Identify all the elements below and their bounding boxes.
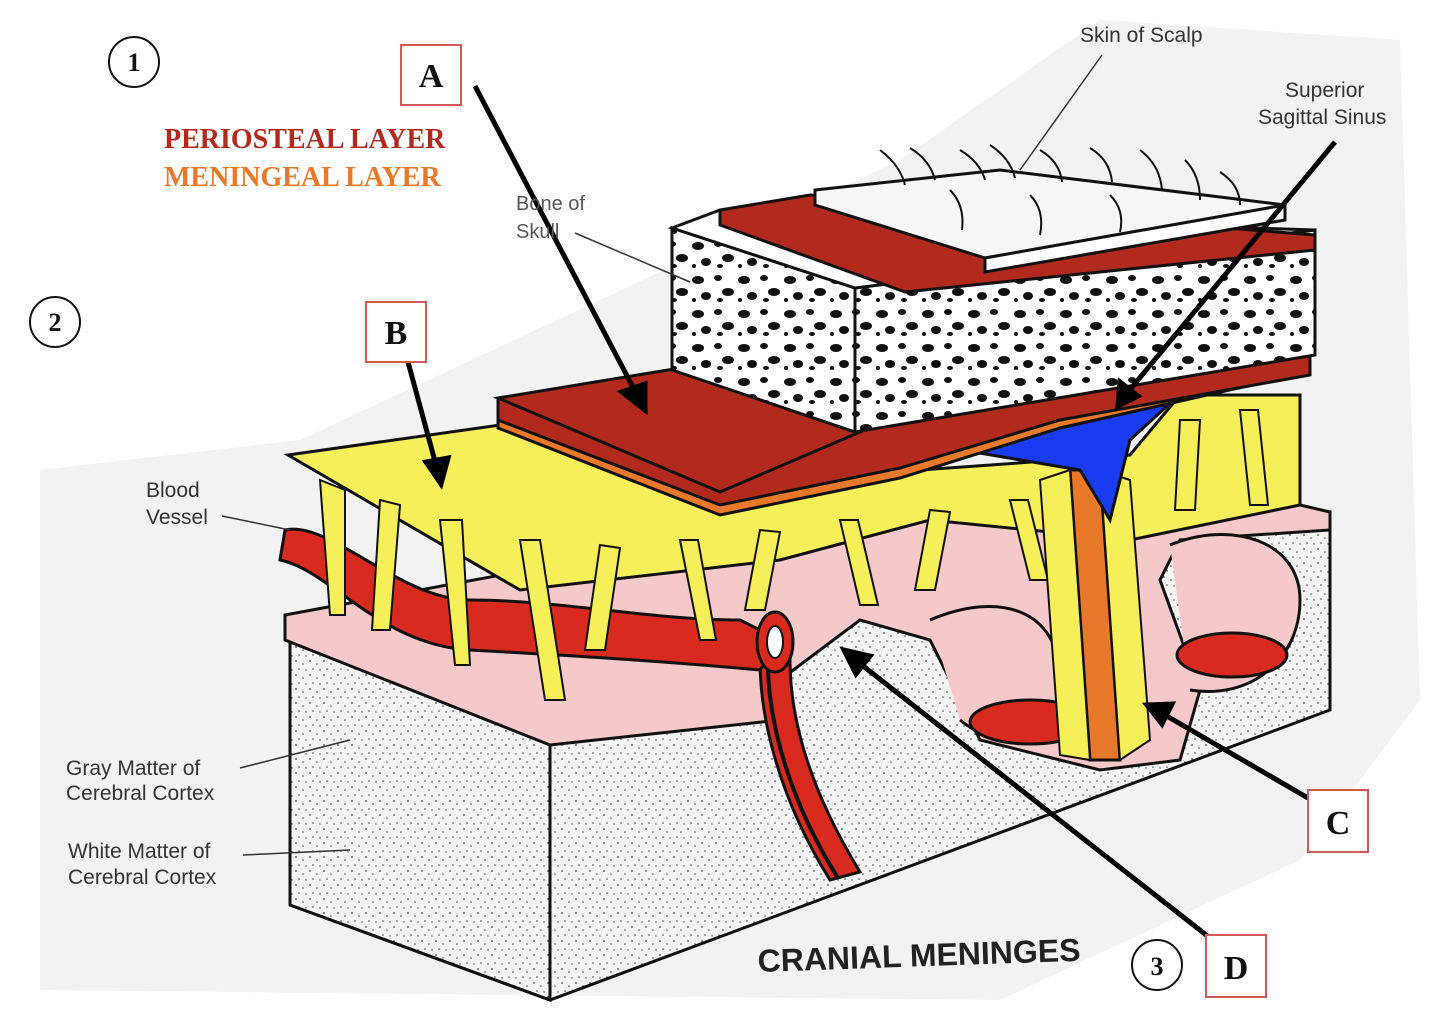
circle-marker-2: 2	[29, 296, 81, 348]
svg-text:C: C	[1326, 805, 1351, 842]
scalp-hairs	[879, 144, 1241, 236]
arrow-b-head	[421, 454, 452, 490]
svg-text:A: A	[419, 58, 444, 95]
sulcus-vessel	[758, 658, 863, 882]
legend-periosteal: PERIOSTEAL LAYER	[164, 124, 446, 155]
svg-text:1: 1	[128, 48, 141, 77]
box-label-c: C	[1307, 789, 1369, 853]
svg-text:2: 2	[49, 308, 62, 337]
arrow-c-head	[1141, 701, 1177, 729]
arrow-d-head	[839, 646, 875, 679]
label-gray-matter-1: Gray Matter of	[66, 757, 200, 780]
arrow-sinus-head	[1115, 377, 1143, 411]
box-label-a: A	[400, 44, 462, 106]
arrow-sinus	[1126, 140, 1337, 394]
label-skull: Skull	[516, 221, 559, 243]
arrow-c	[1163, 712, 1310, 801]
arrow-a	[472, 84, 639, 395]
label-bone-of: Bone of	[516, 193, 585, 215]
scalp-side	[983, 203, 1287, 274]
arrow-b	[405, 361, 439, 466]
arrow-d	[856, 660, 1212, 940]
blood-vessel-lumen	[766, 625, 784, 659]
arachnoid-trabeculae	[318, 409, 1270, 701]
arrow-a-head	[616, 380, 648, 416]
label-superior: Superior	[1285, 79, 1364, 102]
svg-text:B: B	[385, 315, 408, 352]
label-white-matter-2: Cerebral Cortex	[68, 866, 217, 889]
leader-lines	[221, 54, 1103, 856]
sulcus-vessel-inner	[766, 669, 840, 880]
label-sagittal-sinus: Sagittal Sinus	[1258, 106, 1386, 129]
legend-meningeal: MENINGEAL LAYER	[164, 162, 441, 193]
label-skin-of-scalp: Skin of Scalp	[1080, 24, 1203, 47]
svg-text:D: D	[1224, 950, 1249, 987]
box-label-d: D	[1205, 934, 1267, 998]
label-white-matter-1: White Matter of	[68, 840, 211, 863]
circle-marker-3: 3	[1131, 939, 1183, 991]
label-blood: Blood	[146, 479, 200, 502]
pointer-arrows	[405, 84, 1337, 940]
svg-text:3: 3	[1151, 952, 1164, 981]
circle-marker-1: 1	[108, 36, 160, 88]
box-label-b: B	[365, 301, 427, 363]
fold-vessel-2	[1175, 631, 1289, 679]
blood-vessel	[278, 527, 783, 672]
label-gray-matter-2: Cerebral Cortex	[66, 782, 215, 805]
falx-cerebri-yellow	[1038, 468, 1092, 762]
label-vessel: Vessel	[146, 506, 208, 529]
